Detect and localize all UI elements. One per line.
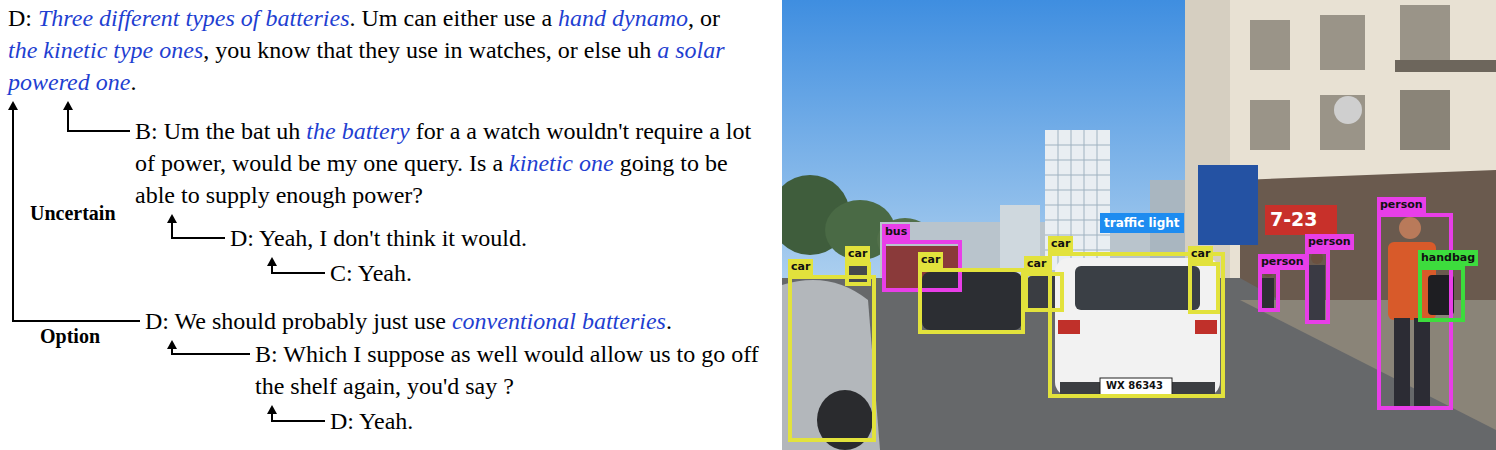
facade-part — [1198, 165, 1258, 245]
connector-line — [272, 413, 325, 421]
vehicles-part — [1195, 320, 1217, 334]
reply-arrow — [267, 257, 325, 273]
bounding-box: person — [1377, 213, 1453, 410]
connector-line — [13, 109, 140, 321]
class-label: car — [1048, 236, 1073, 252]
pedestrians-part — [1399, 217, 1421, 239]
bounding-box: person — [1305, 250, 1330, 324]
utterance-text: D: We should probably just use — [145, 308, 446, 334]
white-tower — [1045, 130, 1110, 270]
highlighted-phrase: hand dynamo — [558, 5, 688, 31]
utterance-text: B: Which I suppose as well would allow u… — [255, 341, 759, 399]
relation-label: Option — [38, 325, 102, 347]
pedestrians — [1262, 217, 1454, 406]
utterance-text: . — [130, 69, 136, 95]
plate-text: WX 86343 — [1106, 380, 1163, 391]
reply-arrow — [8, 101, 140, 321]
class-label: person — [1377, 197, 1426, 213]
highlighted-phrase: the battery — [306, 118, 409, 144]
detection-tag: traffic light — [1100, 213, 1184, 233]
vehicles-part — [782, 280, 880, 450]
vehicles-part — [1055, 258, 1220, 396]
utterance-text: D: — [8, 5, 32, 31]
bounding-box: car — [918, 268, 1025, 334]
vehicles-part — [1100, 378, 1172, 395]
utterance: B: Which I suppose as well would allow u… — [255, 338, 760, 402]
highlighted-phrase: kinetic one — [509, 150, 614, 176]
class-label: person — [1305, 234, 1354, 250]
facade-part — [1400, 5, 1450, 65]
relation-label: Uncertain — [28, 202, 118, 224]
sign-text: 7-23 — [1270, 208, 1318, 230]
highlighted-phrase: Three different types of batteries — [38, 5, 350, 31]
highlighted-phrase: conventional batteries — [452, 308, 666, 334]
utterance: B: Um the bat uh the battery for a a wat… — [135, 115, 757, 211]
utterance: D: Three different types of batteries. U… — [8, 2, 753, 98]
utterance: C: Yeah. — [330, 257, 630, 289]
reply-arrow — [167, 214, 225, 238]
utterance-text: , you know that they use in watches, or … — [203, 37, 651, 63]
bounding-box: car — [845, 262, 871, 286]
bounding-box: car — [1024, 272, 1064, 312]
connector-line — [68, 109, 130, 131]
vehicles — [782, 246, 1220, 450]
white-tower-part — [1045, 130, 1110, 270]
facade-part — [1265, 205, 1337, 235]
vehicles-part — [1075, 266, 1200, 310]
class-label: car — [918, 252, 943, 268]
class-label: car — [788, 259, 813, 275]
bounding-box: person — [1258, 270, 1280, 312]
class-label: person — [1258, 254, 1307, 270]
utterance-text: D: Yeah. — [330, 408, 413, 434]
facade-part — [1320, 15, 1365, 70]
facade-part — [1250, 20, 1290, 70]
reply-arrow — [167, 340, 250, 354]
utterance-text: . Um can either use a — [350, 5, 553, 31]
arrowhead — [167, 340, 177, 349]
class-label: car — [1188, 246, 1213, 262]
utterance-text: . — [666, 308, 672, 334]
bounding-box: car — [788, 275, 876, 442]
class-label: bus — [882, 224, 910, 240]
reply-arrow — [267, 405, 325, 421]
vehicles-part — [1058, 320, 1080, 334]
utterance-text: B: Um the bat uh — [135, 118, 300, 144]
class-label: traffic light — [1104, 216, 1180, 230]
arrowhead — [63, 101, 73, 110]
facade-part — [1320, 95, 1365, 150]
arrowhead — [267, 405, 277, 414]
utterance: D: Yeah, I don't think it would. — [230, 222, 730, 254]
reply-arrow — [63, 101, 130, 131]
arrowhead — [8, 101, 18, 110]
pedestrians-part — [1262, 278, 1274, 310]
connector-line — [272, 265, 325, 273]
arrowhead — [167, 214, 177, 223]
utterance-text: , or — [688, 5, 720, 31]
class-label: car — [1024, 256, 1049, 272]
connector-line — [172, 222, 225, 238]
arrowhead — [267, 257, 277, 266]
class-label: car — [845, 246, 870, 262]
class-label: handbag — [1418, 250, 1478, 266]
pedestrians-part — [1414, 318, 1430, 406]
connector-line — [172, 348, 250, 354]
facade-part — [1334, 96, 1362, 124]
bounding-box: car — [1048, 252, 1225, 398]
bounding-box: handbag — [1418, 266, 1465, 322]
facade-part — [1395, 60, 1496, 72]
vehicles-part — [922, 272, 1022, 330]
utterance-text: D: Yeah, I don't think it would. — [230, 225, 527, 251]
white-tower-part — [1045, 130, 1110, 270]
bounding-box: car — [1188, 262, 1220, 314]
facade-part — [1400, 90, 1450, 150]
facade-part — [1250, 100, 1290, 150]
utterance: D: Yeah. — [330, 405, 630, 437]
utterance: D: We should probably just use conventio… — [145, 305, 773, 337]
pedestrians-part — [1394, 318, 1410, 406]
highlighted-phrase: the kinetic type ones — [8, 37, 203, 63]
utterance-text: C: Yeah. — [330, 260, 412, 286]
pedestrians-part — [1309, 265, 1325, 321]
